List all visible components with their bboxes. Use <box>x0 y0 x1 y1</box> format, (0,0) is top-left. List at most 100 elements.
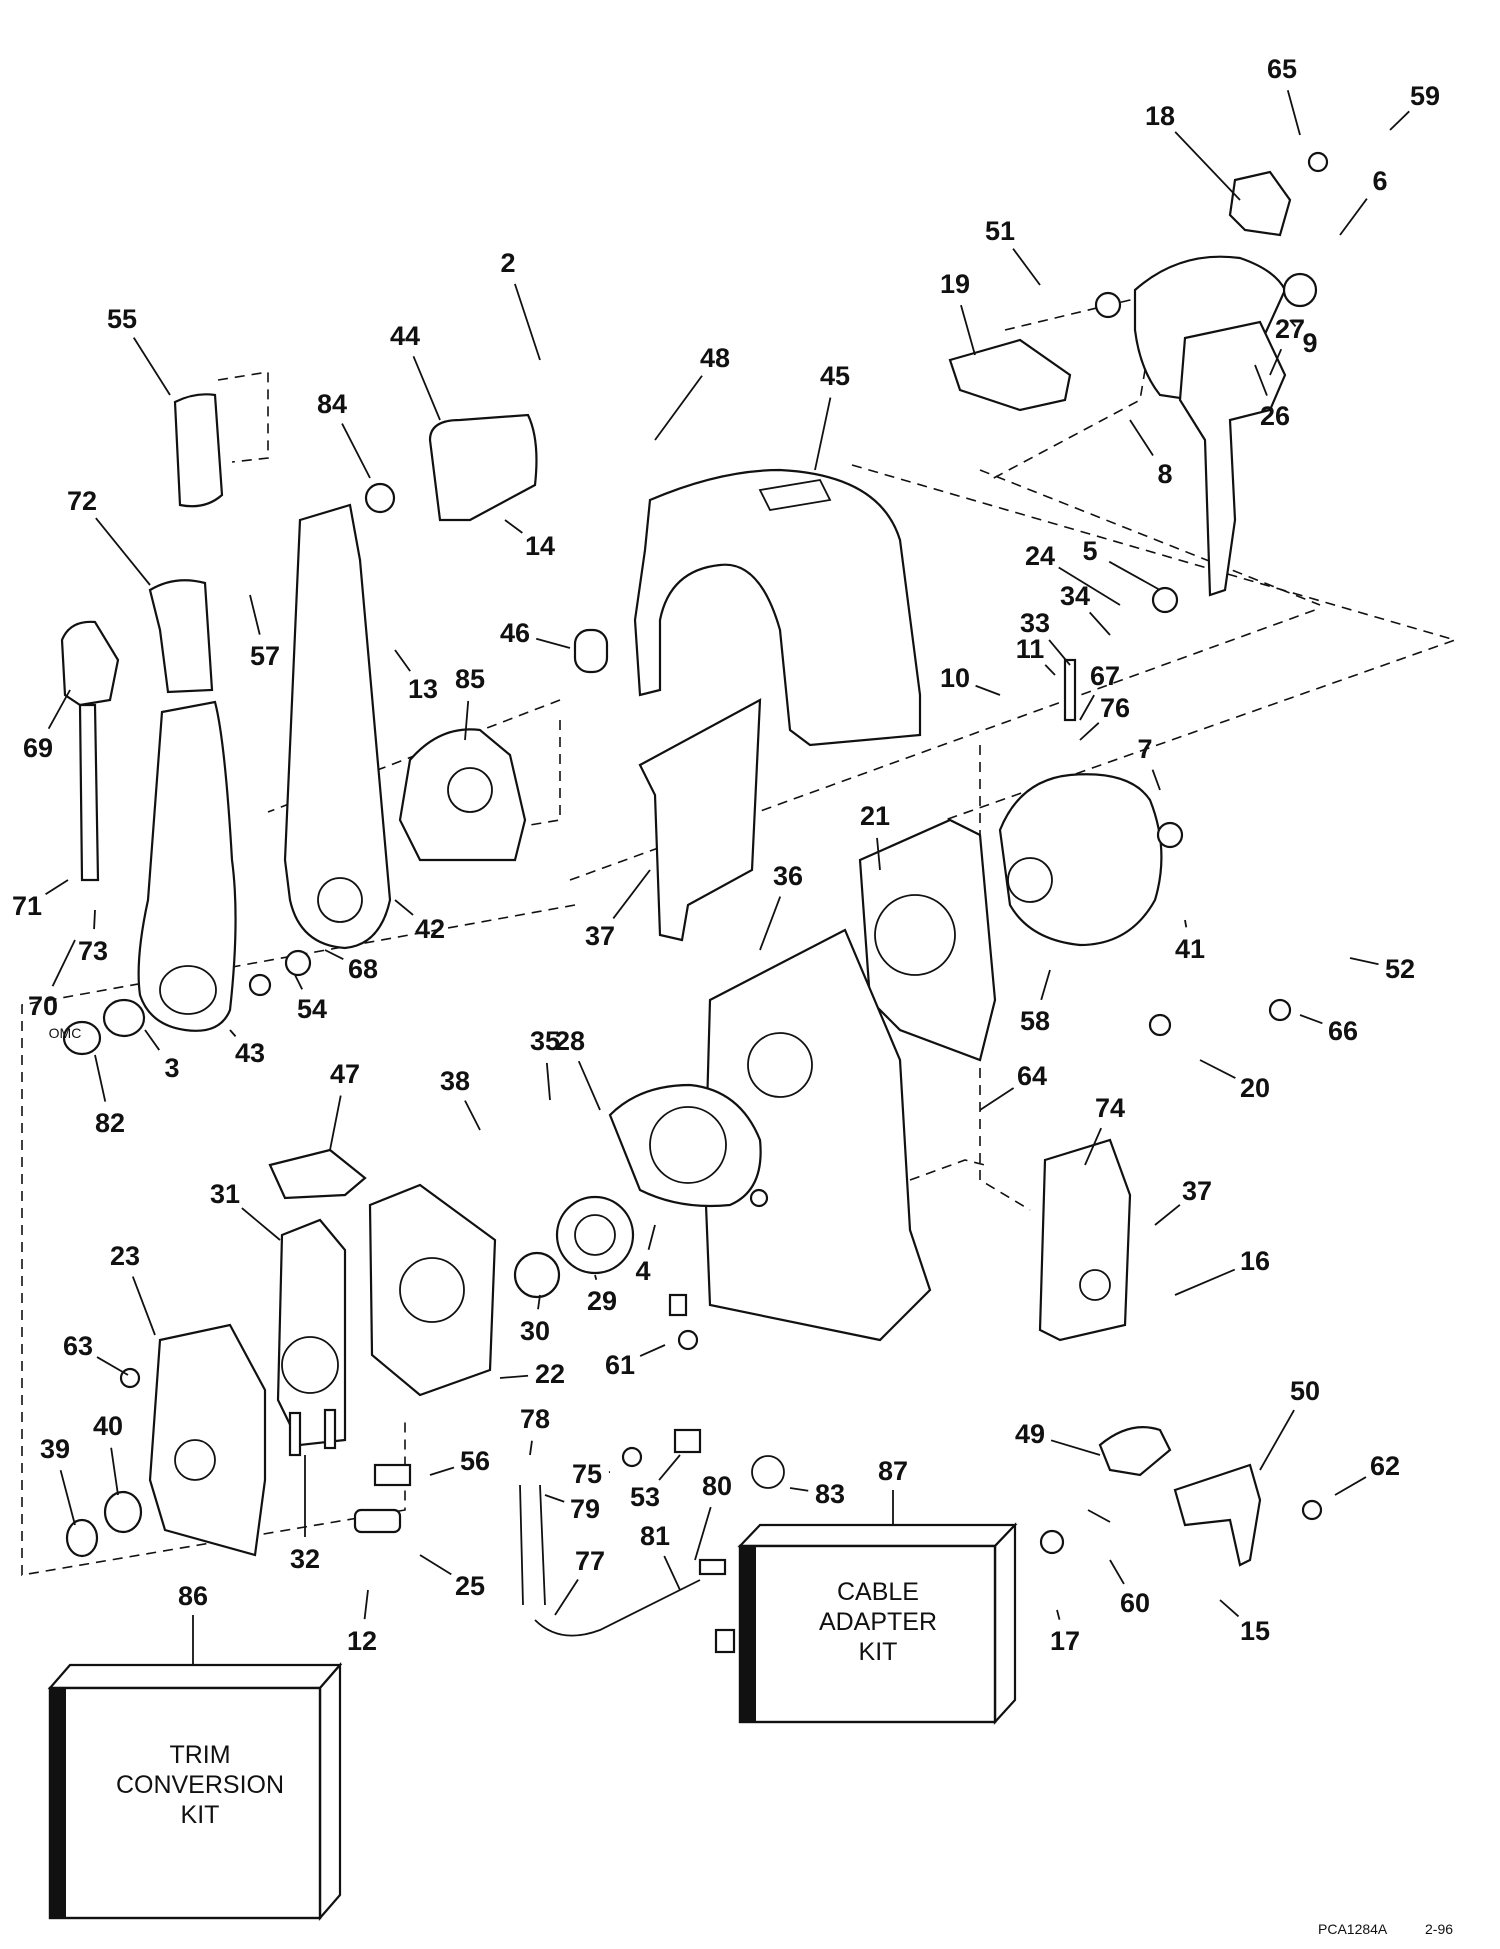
callout-23: 23 <box>110 1241 140 1271</box>
callout-70: 70 <box>28 991 58 1021</box>
leader-28 <box>577 1060 601 1111</box>
callout-32: 32 <box>290 1544 320 1574</box>
leader-37-2 <box>1154 1204 1181 1226</box>
callout-39: 39 <box>40 1434 70 1464</box>
leader-84 <box>341 423 371 479</box>
callout-74: 74 <box>1095 1093 1125 1123</box>
callout-31: 31 <box>210 1179 240 1209</box>
callout-15: 15 <box>1240 1616 1270 1646</box>
callout-67: 67 <box>1090 661 1120 691</box>
leader-11 <box>1044 664 1056 676</box>
callout-49: 49 <box>1015 1419 1045 1449</box>
leader-71 <box>45 879 69 895</box>
callout-35: 35 <box>530 1026 560 1056</box>
leader-69 <box>47 689 71 730</box>
leader-82 <box>94 1054 107 1102</box>
callout-46: 46 <box>500 618 530 648</box>
callout-25: 25 <box>455 1571 485 1601</box>
leader-80 <box>694 1506 712 1561</box>
leader-2 <box>514 283 541 361</box>
callout-82: 82 <box>95 1108 125 1138</box>
leader-38 <box>464 1100 481 1131</box>
callout-55: 55 <box>107 304 137 334</box>
callout-19: 19 <box>940 269 970 299</box>
leader-48 <box>654 375 703 441</box>
leader-27 <box>1269 348 1283 376</box>
leader-21 <box>876 837 881 871</box>
leader-46 <box>535 637 571 649</box>
leader-22 <box>499 1374 529 1379</box>
callout-30: 30 <box>520 1316 550 1346</box>
leader-51 <box>1012 248 1041 286</box>
cable-adapter-kit: CABLE ADAPTER KIT <box>737 1490 1018 1725</box>
leader-83 <box>789 1487 809 1492</box>
leader-47 <box>329 1095 342 1151</box>
leader-31 <box>241 1207 281 1241</box>
callout-20: 20 <box>1240 1073 1270 1103</box>
leader-24 <box>1058 566 1121 606</box>
callout-29: 29 <box>587 1286 617 1316</box>
callout-27: 27 <box>1275 314 1305 344</box>
leader-8 <box>1129 419 1154 457</box>
callout-45: 45 <box>820 361 850 391</box>
callout-3: 3 <box>164 1053 179 1083</box>
leader-23 <box>131 1276 156 1336</box>
callout-87: 87 <box>878 1456 908 1486</box>
callout-4: 4 <box>635 1256 650 1286</box>
leader-62 <box>1334 1476 1367 1496</box>
callout-63: 63 <box>63 1331 93 1361</box>
callout-12: 12 <box>347 1626 377 1656</box>
callout-44: 44 <box>390 321 420 351</box>
leader-61 <box>639 1344 666 1357</box>
leader-16 <box>1174 1268 1236 1296</box>
leader-42 <box>394 899 414 916</box>
trim-kit-line-1: TRIM <box>169 1741 230 1769</box>
callout-85: 85 <box>455 664 485 694</box>
leader-15 <box>1219 1599 1240 1618</box>
callout-5: 5 <box>1082 536 1097 566</box>
callout-57: 57 <box>250 641 280 671</box>
callout-26: 26 <box>1260 401 1290 431</box>
callout-62: 62 <box>1370 1451 1400 1481</box>
leader-57 <box>249 594 261 635</box>
callout-28: 28 <box>555 1026 585 1056</box>
callout-40: 40 <box>93 1411 123 1441</box>
leader-12 <box>363 1589 369 1620</box>
callout-84: 84 <box>317 389 347 419</box>
leader-45 <box>814 397 832 471</box>
leader-56 <box>429 1466 455 1476</box>
leader-63 <box>96 1356 129 1376</box>
leader-78 <box>529 1440 533 1456</box>
callout-38: 38 <box>440 1066 470 1096</box>
callout-41: 41 <box>1175 934 1205 964</box>
leader-29 <box>594 1274 598 1280</box>
callout-43: 43 <box>235 1038 265 1068</box>
leader-66 <box>1299 1014 1323 1025</box>
callout-37: 37 <box>585 921 615 951</box>
callout-51: 51 <box>985 216 1015 246</box>
callout-47: 47 <box>330 1059 360 1089</box>
leader-79 <box>544 1494 565 1503</box>
leader-26 <box>1254 364 1268 396</box>
callout-76: 76 <box>1100 693 1130 723</box>
leader-9 <box>1289 319 1297 327</box>
leader-14 <box>504 519 523 534</box>
callout-13: 13 <box>408 674 438 704</box>
leader-4 <box>647 1224 656 1250</box>
callout-36: 36 <box>773 861 803 891</box>
callout-83: 83 <box>815 1479 845 1509</box>
callout-33: 33 <box>1020 608 1050 638</box>
callout-53: 53 <box>630 1482 660 1512</box>
callout-78: 78 <box>520 1404 550 1434</box>
leader-58 <box>1040 969 1051 1001</box>
leader-25 <box>419 1554 452 1576</box>
cable-kit-line-1: CABLE <box>837 1578 919 1606</box>
callout-7: 7 <box>1137 734 1152 764</box>
part-shapes <box>60 151 1329 1654</box>
callout-11: 11 <box>1016 634 1045 664</box>
leader-3 <box>144 1029 160 1051</box>
callout-10: 10 <box>940 663 970 693</box>
callout-16: 16 <box>1240 1246 1270 1276</box>
cable-kit-line-3: KIT <box>859 1638 898 1666</box>
callout-72: 72 <box>67 486 97 516</box>
